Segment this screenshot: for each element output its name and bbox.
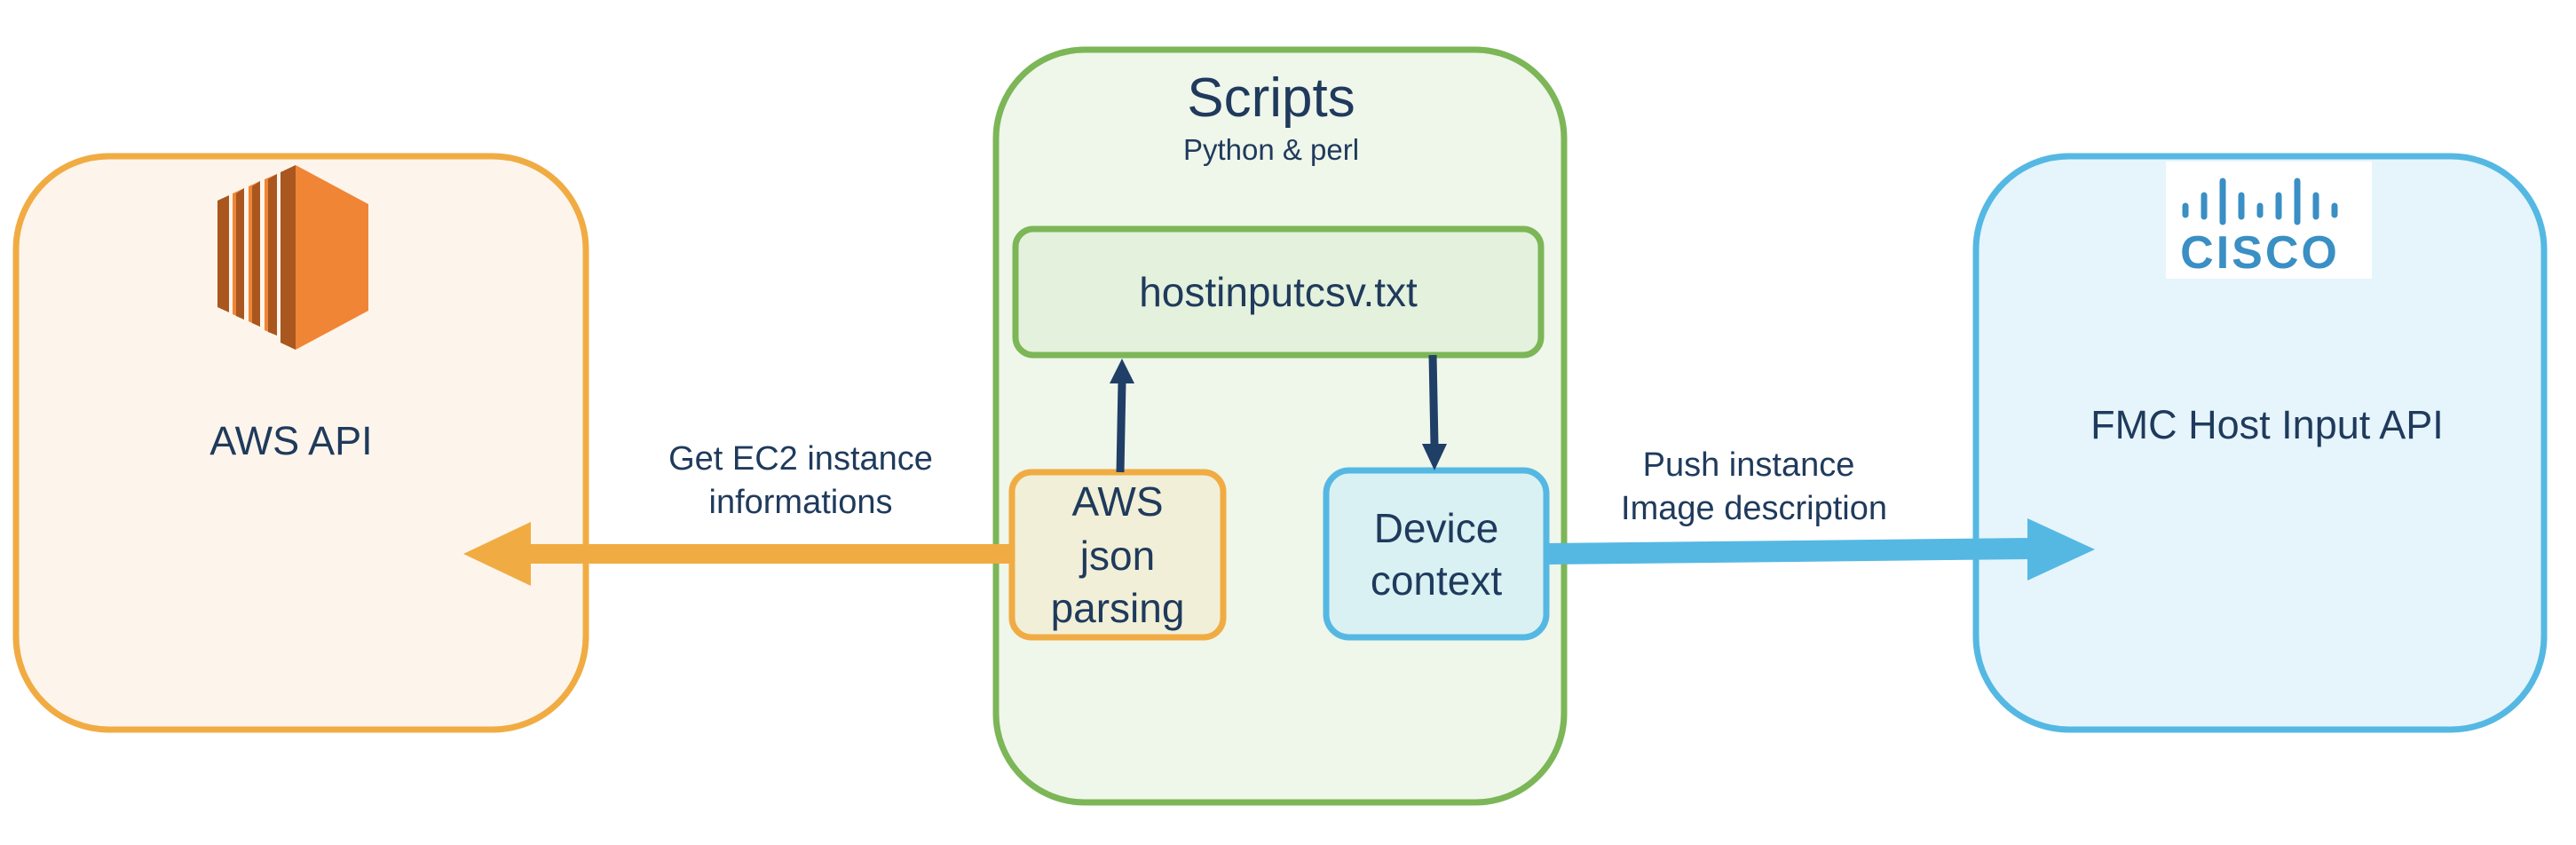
scripts-subtitle: Python & perl — [1183, 133, 1359, 166]
push-instance-label-line-1: Push instance — [1643, 446, 1855, 484]
get-ec2-arrow — [463, 522, 1014, 586]
scripts-title: Scripts — [1187, 67, 1355, 129]
device-context-line-1: Device — [1374, 505, 1499, 551]
aws-api-label: AWS API — [209, 418, 372, 463]
get-ec2-label-line-2: informations — [709, 484, 893, 521]
get-ec2-label-line-1: Get EC2 instance — [668, 440, 933, 478]
parser-to-csv-arrow — [1110, 359, 1134, 473]
aws-api-box: AWS API — [12, 153, 589, 733]
aws-json-parsing-line-2: json — [1079, 533, 1155, 579]
fmc-host-input-box-frame — [1972, 153, 2548, 733]
device-context-box — [1323, 467, 1550, 641]
cisco-logo-text: CISCO — [2180, 227, 2340, 279]
csv-file-label: hostinputcsv.txt — [1139, 269, 1418, 315]
cisco-logo-icon: CISCO — [2166, 162, 2372, 279]
aws-api-box-frame — [12, 153, 589, 733]
aws-ec2-logo-icon — [217, 165, 368, 350]
device-context-line-2: context — [1371, 557, 1503, 604]
aws-json-parsing-line-3: parsing — [1051, 585, 1185, 631]
csv-to-device-arrow — [1422, 354, 1447, 470]
aws-json-parsing-line-1: AWS — [1071, 478, 1163, 525]
csv-file-box — [1012, 225, 1545, 359]
fmc-host-input-box: CISCO FMC Host Input API — [1972, 153, 2548, 733]
push-instance-arrow — [1546, 518, 2095, 580]
scripts-box: Scripts Python & perl hostinputcsv.txt A… — [992, 46, 1568, 806]
push-instance-label-line-2: Image description — [1621, 490, 1887, 527]
fmc-host-input-label: FMC Host Input API — [2090, 402, 2444, 447]
